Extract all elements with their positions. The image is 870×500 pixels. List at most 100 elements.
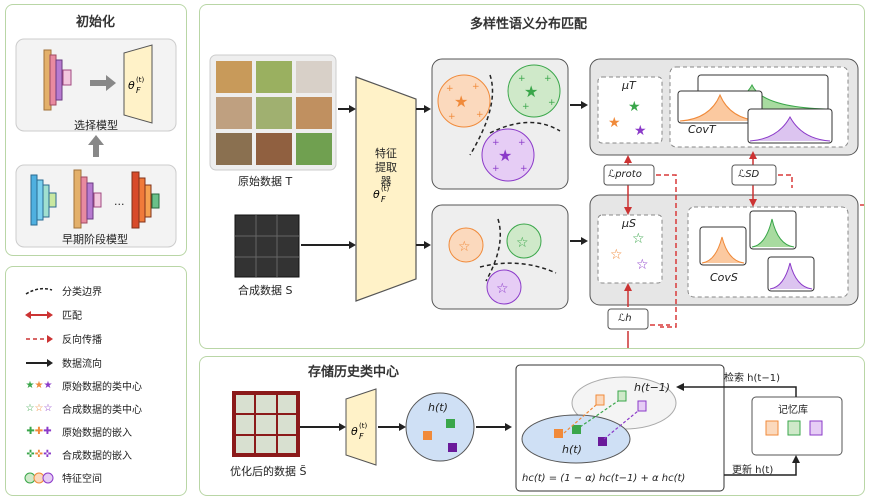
circles-icon bbox=[24, 472, 54, 483]
early-network-2 bbox=[73, 169, 102, 229]
svg-text:+: + bbox=[518, 74, 526, 84]
early-models-caption: 早期阶段模型 bbox=[62, 233, 128, 246]
legend-label: 分类边界 bbox=[62, 287, 102, 298]
svg-text:+: + bbox=[518, 138, 526, 148]
legend-item-orig-centers: ★★★ 原始数据的类中心 bbox=[24, 378, 142, 393]
matching-title: 多样性语义分布匹配 bbox=[470, 17, 588, 32]
matching-diagram: θ F (t) ★ ★ ★ ++++ ++++ ++++ ☆ ☆ ☆ ★ bbox=[209, 54, 864, 348]
h-c-label: h(t) bbox=[562, 443, 582, 456]
original-images-grid bbox=[216, 61, 332, 165]
filled-plus-icon: ✚✚✚ bbox=[26, 426, 52, 437]
h-t-label: h(t) bbox=[428, 401, 448, 414]
synthetic-images-box bbox=[234, 214, 300, 278]
l-h-box bbox=[607, 308, 649, 330]
svg-text:☆: ☆ bbox=[610, 247, 623, 263]
h-t-minus-label: h(t−1) bbox=[634, 381, 671, 394]
update-label: 更新 h(t) bbox=[732, 465, 774, 476]
svg-text:(t): (t) bbox=[359, 422, 367, 430]
svg-text:+: + bbox=[476, 110, 484, 120]
early-network-1 bbox=[30, 174, 57, 226]
cov-t-label: CovT bbox=[688, 123, 716, 136]
legend-item-boundary: 分类边界 bbox=[24, 283, 102, 298]
svg-text:★: ★ bbox=[454, 92, 468, 111]
svg-text:θ: θ bbox=[128, 79, 135, 92]
feature-extractor bbox=[355, 76, 417, 302]
legend-label: 原始数据的嵌入 bbox=[62, 428, 132, 439]
legend-label: 合成数据的类中心 bbox=[62, 405, 142, 416]
svg-text:+: + bbox=[446, 84, 454, 94]
svg-text:☆: ☆ bbox=[496, 281, 509, 297]
dashed-curve-icon bbox=[25, 287, 53, 295]
memory-bank-label: 记忆库 bbox=[778, 405, 808, 416]
history-model bbox=[345, 388, 377, 466]
formula-label: hc(t) = (1 − α) hc(t−1) + α hc(t) bbox=[522, 473, 686, 484]
svg-text:★: ★ bbox=[628, 99, 641, 115]
legend-label: 数据流向 bbox=[62, 359, 102, 370]
hollow-star-icon: ☆☆☆ bbox=[25, 403, 53, 414]
original-data-label: 原始数据 T bbox=[238, 175, 293, 188]
matching-panel: 多样性语义分布匹配 θ F (t) ★ ★ ★ ++++ bbox=[199, 4, 865, 349]
svg-text:F: F bbox=[381, 195, 386, 204]
hollow-plus-icon: ✜✜✜ bbox=[26, 449, 52, 460]
legend-item-backprop: 反向传播 bbox=[24, 331, 102, 346]
synthetic-noise-grid bbox=[235, 215, 299, 277]
early-network-3 bbox=[131, 171, 160, 229]
svg-text:☆: ☆ bbox=[636, 257, 649, 273]
svg-text:★: ★ bbox=[634, 123, 647, 139]
dashed-arrow-icon bbox=[26, 334, 53, 343]
svg-text:★: ★ bbox=[498, 146, 512, 165]
svg-text:+: + bbox=[522, 102, 530, 112]
legend-label: 原始数据的类中心 bbox=[62, 382, 142, 393]
svg-text:θ: θ bbox=[351, 425, 358, 438]
svg-text:+: + bbox=[548, 98, 556, 108]
legend-label: 合成数据的嵌入 bbox=[62, 451, 132, 462]
init-diagram: θ F (t) bbox=[15, 38, 177, 248]
mu-s-label: μS bbox=[622, 217, 636, 230]
cov-s-label: CovS bbox=[710, 271, 738, 284]
selected-network-icon bbox=[43, 49, 72, 111]
mu-t-box bbox=[597, 76, 663, 144]
l-h-label: ℒh bbox=[618, 313, 632, 324]
legend-item-feature-space: 特征空间 bbox=[24, 470, 102, 485]
svg-text:+: + bbox=[492, 164, 500, 174]
l-proto-label: ℒproto bbox=[608, 169, 642, 180]
legend-panel: 分类边界 匹配 反向传播 数据流向 ★★★ 原始数据的类中心 ☆☆☆ 合成数据的… bbox=[5, 266, 187, 496]
svg-text:☆: ☆ bbox=[458, 239, 471, 255]
init-panel: 初始化 θ F (t) bbox=[5, 4, 187, 256]
svg-text:★: ★ bbox=[524, 82, 538, 101]
legend-label: 特征空间 bbox=[62, 474, 102, 485]
svg-text:(t): (t) bbox=[381, 185, 389, 193]
svg-text:☆: ☆ bbox=[632, 231, 645, 247]
svg-text:+: + bbox=[492, 138, 500, 148]
history-diagram: θ F (t) bbox=[232, 364, 843, 492]
svg-text:F: F bbox=[136, 86, 141, 95]
early-ellipsis: ... bbox=[114, 195, 125, 208]
synthetic-data-label: 合成数据 S bbox=[238, 284, 293, 297]
legend-label: 反向传播 bbox=[62, 335, 102, 346]
init-title: 初始化 bbox=[76, 15, 116, 30]
update-arrow bbox=[724, 461, 797, 476]
legend-item-syn-embed: ✜✜✜ 合成数据的嵌入 bbox=[24, 447, 132, 462]
theta-trapezoid bbox=[123, 44, 153, 124]
legend-item-orig-embed: ✚✚✚ 原始数据的嵌入 bbox=[24, 424, 132, 439]
h-c-ellipse bbox=[521, 414, 631, 464]
l-proto-box bbox=[603, 164, 655, 186]
svg-text:+: + bbox=[448, 112, 456, 122]
selected-model-caption: 选择模型 bbox=[74, 119, 118, 132]
retrieve-arrow bbox=[682, 386, 797, 397]
svg-text:★: ★ bbox=[608, 115, 621, 131]
l-sd-box bbox=[731, 164, 777, 186]
l-sd-label: ℒSD bbox=[738, 169, 760, 180]
svg-text:+: + bbox=[520, 164, 528, 174]
legend-item-match: 匹配 bbox=[24, 307, 82, 322]
svg-text:+: + bbox=[472, 82, 480, 92]
svg-text:(t): (t) bbox=[136, 76, 144, 84]
arrow-icon bbox=[26, 358, 53, 367]
history-panel: 存储历史类中心 θ F (t) bbox=[199, 356, 865, 496]
optimized-data-label: 优化后的数据 S̃ bbox=[230, 465, 307, 478]
legend-item-syn-centers: ☆☆☆ 合成数据的类中心 bbox=[24, 401, 142, 416]
double-arrow-icon bbox=[25, 310, 53, 319]
optimized-data-box bbox=[232, 391, 300, 457]
extractor-label: 特征提取器 bbox=[375, 147, 397, 188]
mu-t-label: μT bbox=[622, 79, 636, 92]
